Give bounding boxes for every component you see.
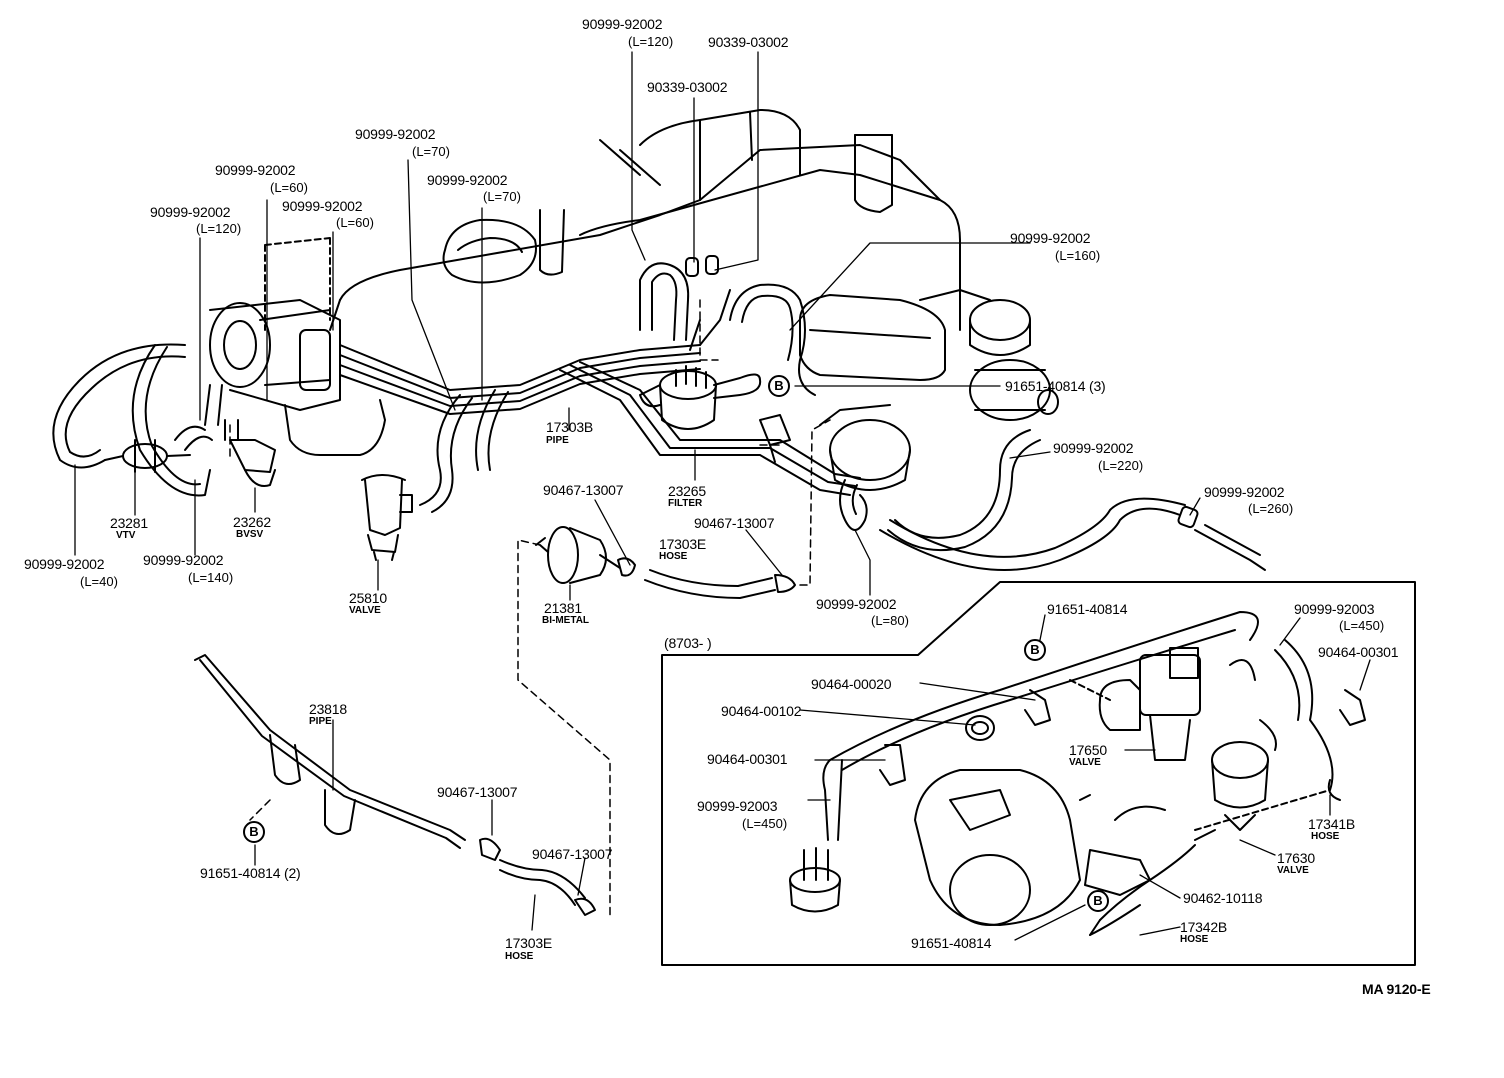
part-90999-92002-l260: 90999-92002: [1204, 484, 1285, 500]
part-17342b: 17342B: [1180, 919, 1228, 935]
sublabel-valve-25810: VALVE: [349, 605, 381, 616]
inset-date-range: (8703- ): [664, 635, 712, 651]
len-l160: (L=160): [1055, 248, 1101, 263]
sublabel-valve-17630: VALVE: [1277, 865, 1309, 876]
part-91651-40814-inset-bottom: 91651-40814: [911, 935, 992, 951]
sublabel-bvsv: BVSV: [236, 529, 264, 540]
len-l60-b: (L=60): [336, 215, 374, 230]
figure-code: MA 9120-E: [1362, 981, 1431, 997]
part-90999-92002-l40: 90999-92002: [24, 556, 105, 572]
part-91651-40814-3: 91651-40814 (3): [1005, 378, 1106, 394]
part-90999-92002-l120-left: 90999-92002: [150, 204, 231, 220]
part-90999-92002-l160: 90999-92002: [1010, 230, 1091, 246]
inset-box-outline: [661, 581, 1416, 966]
filter-23265-shape: [639, 365, 762, 430]
sublabel-valve-17650: VALVE: [1069, 757, 1101, 768]
bimetal-21381-shape: [535, 526, 636, 584]
sublabel-pipe-23818: PIPE: [309, 716, 332, 727]
len-l40: (L=40): [80, 574, 118, 589]
sublabel-hose-17303e-b: HOSE: [505, 951, 534, 962]
inset-components: [789, 611, 1366, 936]
vacuum-hoses: [52, 255, 1266, 571]
part-90999-92002-l60-a: 90999-92002: [215, 162, 296, 178]
part-90467-13007-a: 90467-13007: [543, 482, 624, 498]
part-90999-92003-left: 90999-92003: [697, 798, 778, 814]
part-90999-92002-l80: 90999-92002: [816, 596, 897, 612]
vacuum-pipe-bundle: [339, 289, 861, 496]
part-90999-92003-top: 90999-92003: [1294, 601, 1375, 617]
leader-lines: [74, 51, 1371, 941]
part-90999-92002-l70-b: 90999-92002: [427, 172, 508, 188]
sublabel-filter: FILTER: [668, 498, 703, 509]
len-l450-top: (L=450): [1339, 618, 1385, 633]
part-17341b: 17341B: [1308, 816, 1356, 832]
len-l120-left: (L=120): [196, 221, 242, 236]
part-25810: 25810: [349, 590, 387, 606]
part-17630: 17630: [1277, 850, 1315, 866]
part-23818: 23818: [309, 701, 347, 717]
hose-17303e-bottom-shape: [479, 837, 596, 916]
len-l140: (L=140): [188, 570, 234, 585]
part-90464-00020: 90464-00020: [811, 676, 892, 692]
len-l60-a: (L=60): [270, 180, 308, 195]
len-l120-top: (L=120): [628, 34, 674, 49]
part-90339-03002-b: 90339-03002: [647, 79, 728, 95]
part-90467-13007-d: 90467-13007: [532, 846, 613, 862]
pipe-23818-shape: [194, 654, 466, 849]
sublabel-hose-17303e-a: HOSE: [659, 551, 688, 562]
part-90464-00301-left: 90464-00301: [707, 751, 788, 767]
len-l70-a: (L=70): [412, 144, 450, 159]
engine-block-outline: [284, 109, 961, 456]
valve-25810-shape: [361, 474, 413, 561]
b-badge-inset-bottom: B: [1087, 890, 1109, 912]
len-l450-left: (L=450): [742, 816, 788, 831]
part-90999-92002-l70-a: 90999-92002: [355, 126, 436, 142]
part-90464-00102: 90464-00102: [721, 703, 802, 719]
part-90999-92002-l140: 90999-92002: [143, 552, 224, 568]
len-l80: (L=80): [871, 613, 909, 628]
part-23265: 23265: [668, 483, 706, 499]
b-badge-pipe: B: [243, 821, 265, 843]
sublabel-bimetal: BI-METAL: [542, 615, 590, 626]
sublabel-hose-17341b: HOSE: [1311, 831, 1340, 842]
part-90339-03002-a: 90339-03002: [708, 34, 789, 50]
sublabel-pipe-17303b: PIPE: [546, 435, 569, 446]
part-17303e-a: 17303E: [659, 536, 707, 552]
len-l70-b: (L=70): [483, 189, 521, 204]
sublabel-vtv: VTV: [116, 530, 136, 541]
sublabel-hose-17342b: HOSE: [1180, 934, 1209, 945]
part-90999-92002-l60-b: 90999-92002: [282, 198, 363, 214]
b-badge-inset-top: B: [1024, 639, 1046, 661]
len-l260: (L=260): [1248, 501, 1294, 516]
b-badge-top: B: [768, 375, 790, 397]
dashed-reference-lines: [229, 299, 831, 916]
part-91651-40814-inset: 91651-40814: [1047, 601, 1128, 617]
part-90464-00301-right: 90464-00301: [1318, 644, 1399, 660]
part-90467-13007-c: 90467-13007: [437, 784, 518, 800]
part-90999-92002-l120-top: 90999-92002: [582, 16, 663, 32]
part-91651-40814-2: 91651-40814 (2): [200, 865, 301, 881]
throttle-body-cluster: [209, 237, 341, 411]
part-17303b: 17303B: [546, 419, 594, 435]
part-17303e-b: 17303E: [505, 935, 553, 951]
len-l220: (L=220): [1098, 458, 1144, 473]
part-23262: 23262: [233, 514, 271, 530]
part-90462-10118: 90462-10118: [1183, 890, 1263, 906]
part-90467-13007-b: 90467-13007: [694, 515, 775, 531]
part-23281: 23281: [110, 515, 148, 531]
part-17650: 17650: [1069, 742, 1107, 758]
hose-17303e-top-shape: [644, 569, 796, 599]
part-21381: 21381: [544, 600, 582, 616]
part-90999-92002-l220: 90999-92002: [1053, 440, 1134, 456]
